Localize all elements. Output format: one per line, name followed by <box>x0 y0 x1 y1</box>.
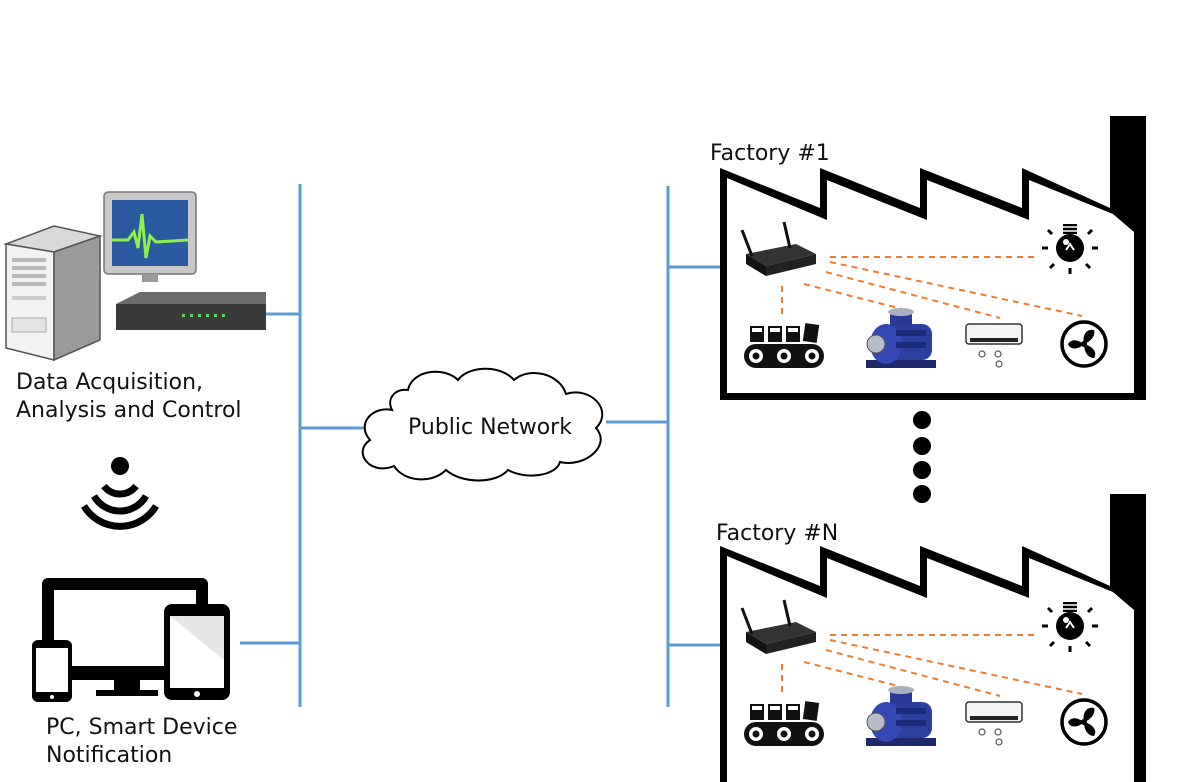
control-label-line2: Analysis and Control <box>16 398 242 423</box>
wired-links <box>240 184 744 707</box>
factory-n-label: Factory #N <box>716 521 838 546</box>
wireless-links <box>781 634 1083 697</box>
more-factories-dots <box>913 411 931 503</box>
notification-label-line1: PC, Smart Device <box>46 715 237 740</box>
public-network-label: Public Network <box>408 415 572 440</box>
server-tower-icon <box>3 225 103 362</box>
public-network-cloud: Public Network <box>361 367 604 482</box>
factory-n: Factory #N <box>716 494 1146 782</box>
wireless-links <box>781 256 1083 319</box>
monitor-waveform-icon <box>103 191 197 282</box>
factory-1-label: Factory #1 <box>710 141 830 166</box>
wireless-signal-icon <box>81 457 159 530</box>
notification-label-line2: Notification <box>46 743 172 768</box>
tablet-icon <box>164 604 230 700</box>
control-label-line1: Data Acquisition, <box>16 370 203 395</box>
factory-1: Factory #1 <box>710 116 1146 400</box>
smartphone-icon <box>32 640 72 702</box>
network-switch-icon <box>116 292 266 330</box>
